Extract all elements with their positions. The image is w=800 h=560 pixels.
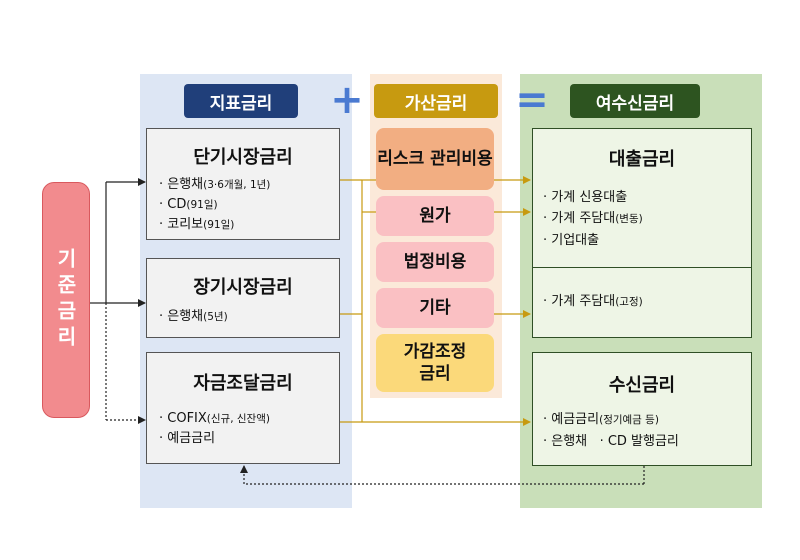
cost-item: 원가 <box>376 196 494 236</box>
index-rate-header: 지표금리 <box>184 84 298 118</box>
list-item: 은행채(3·6개월, 1년) <box>159 175 270 195</box>
plus-icon: + <box>330 77 364 123</box>
box-title: 자금조달금리 <box>193 373 293 394</box>
box-title: 수신금리 <box>608 375 676 396</box>
loan-rate-box: 대출금리 · 가계 신용대출 · 가계 주담대(변동) · 기업대출 · 가계 … <box>532 128 752 338</box>
list-item: 코리보(91일) <box>159 215 270 235</box>
funding-rate-box: 자금조달금리 COFIX(신규, 신잔액) 예금금리 <box>146 352 340 464</box>
list-item: 은행채(5년) <box>159 307 227 327</box>
divider <box>533 267 751 268</box>
list-item: · 기업대출 <box>543 233 600 248</box>
base-rate-box: 기준금리 <box>42 182 90 418</box>
deposit-rate-box: 수신금리 · 예금금리(정기예금 등) · 은행채 · CD 발행금리 <box>532 352 752 466</box>
list-item: · 가계 주담대(변동) <box>543 211 643 226</box>
list-item: · 예금금리(정기예금 등) <box>543 412 659 427</box>
other-item: 기타 <box>376 288 494 328</box>
spread-rate-header: 가산금리 <box>374 84 498 118</box>
long-term-market-rate-box: 장기시장금리 은행채(5년) <box>146 258 340 338</box>
short-term-market-rate-box: 단기시장금리 은행채(3·6개월, 1년) CD(91일) 코리보(91일) <box>146 128 340 240</box>
result-rate-header: 여수신금리 <box>570 84 700 118</box>
risk-management-cost-item: 리스크 관리비용 <box>376 128 494 190</box>
box-title: 대출금리 <box>608 149 676 170</box>
list-item: · 은행채 · CD 발행금리 <box>543 434 679 449</box>
list-item: · 가계 주담대(고정) <box>543 294 643 309</box>
list-item: CD(91일) <box>159 195 270 215</box>
box-title: 단기시장금리 <box>193 147 293 168</box>
list-item: 예금금리 <box>159 429 270 449</box>
list-item: COFIX(신규, 신잔액) <box>159 409 270 429</box>
legal-cost-item: 법정비용 <box>376 242 494 282</box>
box-title: 장기시장금리 <box>193 277 293 298</box>
equals-icon: = <box>515 77 549 123</box>
list-item: · 가계 신용대출 <box>543 190 628 205</box>
adjustment-rate-item: 가감조정 금리 <box>376 334 494 392</box>
